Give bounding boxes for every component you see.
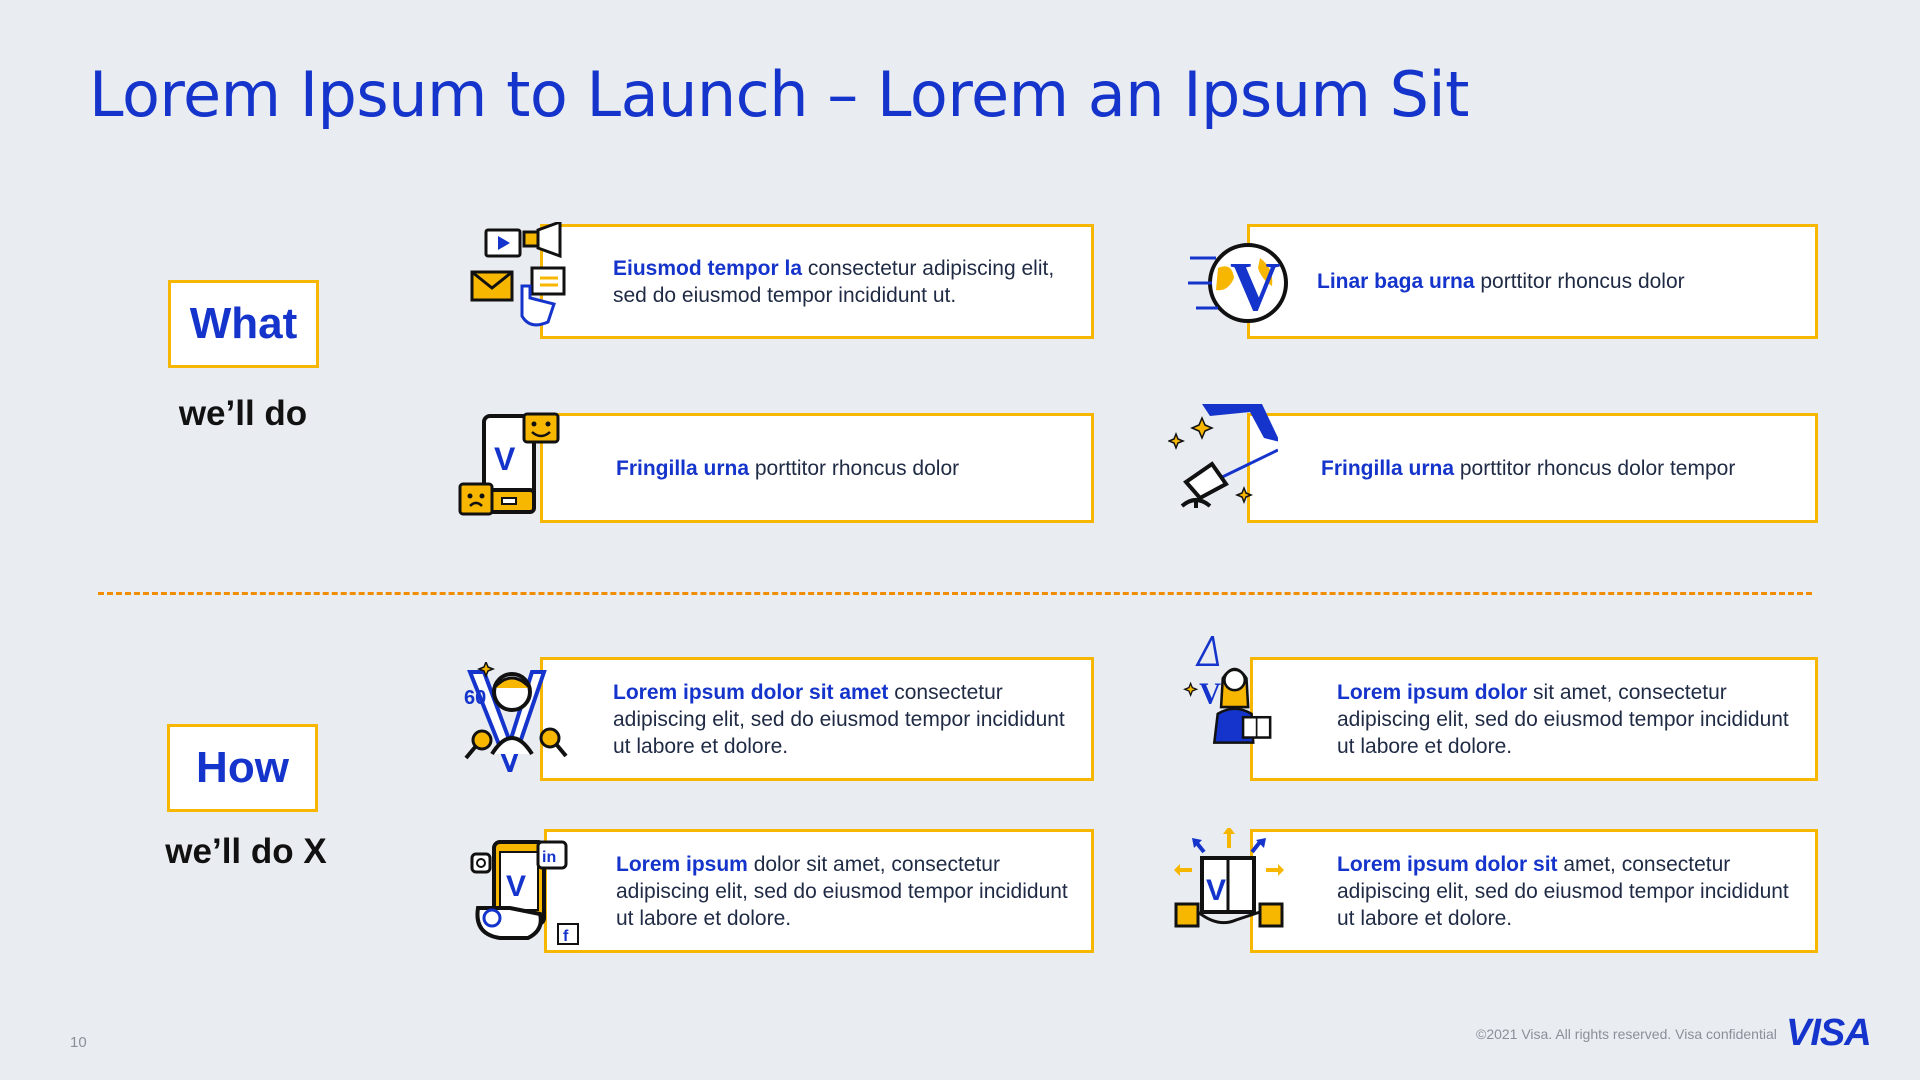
card-text: porttitor rhoncus dolor bbox=[1474, 270, 1685, 293]
section-what-subtitle: we’ll do bbox=[178, 394, 308, 433]
card-spokesperson: Lorem ipsum dolor sit amet consectetur a… bbox=[540, 657, 1094, 781]
card-text: consectetur adipiscing elit, sed do eius… bbox=[613, 256, 1055, 307]
visa-spotlight-icon bbox=[1168, 404, 1278, 508]
section-what-badge: What bbox=[168, 280, 319, 368]
v-mark: V bbox=[1199, 677, 1221, 711]
visa-logo: VISA bbox=[1786, 1012, 1872, 1054]
card-text: porttitor rhoncus dolor tempor bbox=[1454, 456, 1736, 480]
card-bold: Fringilla urna bbox=[616, 456, 750, 480]
card-bold: Lorem ipsum bbox=[616, 852, 748, 876]
card-mobile-social: Fringilla urna porttitor rhoncus dolor bbox=[540, 413, 1094, 523]
card-bold: Fringilla urna bbox=[1321, 456, 1455, 480]
card-text: porttitor rhoncus dolor bbox=[749, 456, 960, 480]
card-presenter: Lorem ipsum dolor sit amet, consectetur … bbox=[1250, 657, 1818, 781]
card-text: amet, consectetur adipiscing elit, sed d… bbox=[1337, 852, 1789, 930]
linkedin-mark: in bbox=[542, 849, 556, 866]
visa-globe-icon: V bbox=[1188, 243, 1288, 326]
mobile-social-icon: V bbox=[458, 412, 560, 516]
section-how-label: How bbox=[196, 743, 289, 792]
copyright-text: ©2021 Visa. All rights reserved. Visa co… bbox=[1476, 1026, 1777, 1042]
v-mark: V bbox=[494, 441, 516, 477]
v-mark: V bbox=[1230, 249, 1281, 326]
card-text: sit amet, consectetur adipiscing elit, s… bbox=[1337, 680, 1789, 758]
card-marketing: Eiusmod tempor la consectetur adipiscing… bbox=[540, 224, 1094, 339]
card-visa-globe: Linar baga urna porttitor rhoncus dolor bbox=[1247, 224, 1818, 339]
social-phone-icon: V in f bbox=[470, 840, 579, 945]
card-bold: Eiusmod tempor la bbox=[613, 256, 803, 280]
presenter-icon: V bbox=[1182, 636, 1272, 744]
card-bold: Lorem ipsum dolor bbox=[1337, 680, 1528, 704]
card-social-phone: Lorem ipsum dolor sit amet, consectetur … bbox=[544, 829, 1094, 953]
card-text: consectetur adipiscing elit, sed do eius… bbox=[613, 680, 1065, 758]
v-mark: V bbox=[1206, 874, 1226, 907]
section-divider bbox=[98, 592, 1812, 595]
card-bold: Linar baga urna bbox=[1317, 270, 1475, 293]
section-how-subtitle: we’ll do X bbox=[165, 832, 327, 871]
card-visa-box: Lorem ipsum dolor sit amet, consectetur … bbox=[1250, 829, 1818, 953]
card-bold: Lorem ipsum dolor sit amet bbox=[613, 680, 889, 704]
visa-box-handoff-icon: V bbox=[1174, 828, 1284, 928]
facebook-mark: f bbox=[563, 928, 569, 945]
card-visa-spotlight: Fringilla urna porttitor rhoncus dolor t… bbox=[1247, 413, 1818, 523]
page-title: Lorem Ipsum to Launch – Lorem an Ipsum S… bbox=[89, 58, 1469, 131]
section-what-label: What bbox=[189, 299, 298, 348]
section-how-badge: How bbox=[167, 724, 318, 812]
counter-60: 60 bbox=[464, 687, 486, 709]
v-mark: V bbox=[506, 870, 526, 903]
page-number: 10 bbox=[70, 1034, 87, 1051]
marketing-icon bbox=[470, 222, 566, 327]
card-bold: Lorem ipsum dolor sit bbox=[1337, 852, 1558, 876]
card-text: dolor sit amet, consectetur adipiscing e… bbox=[616, 852, 1068, 930]
spokesperson-icon: 60 bbox=[464, 662, 568, 772]
